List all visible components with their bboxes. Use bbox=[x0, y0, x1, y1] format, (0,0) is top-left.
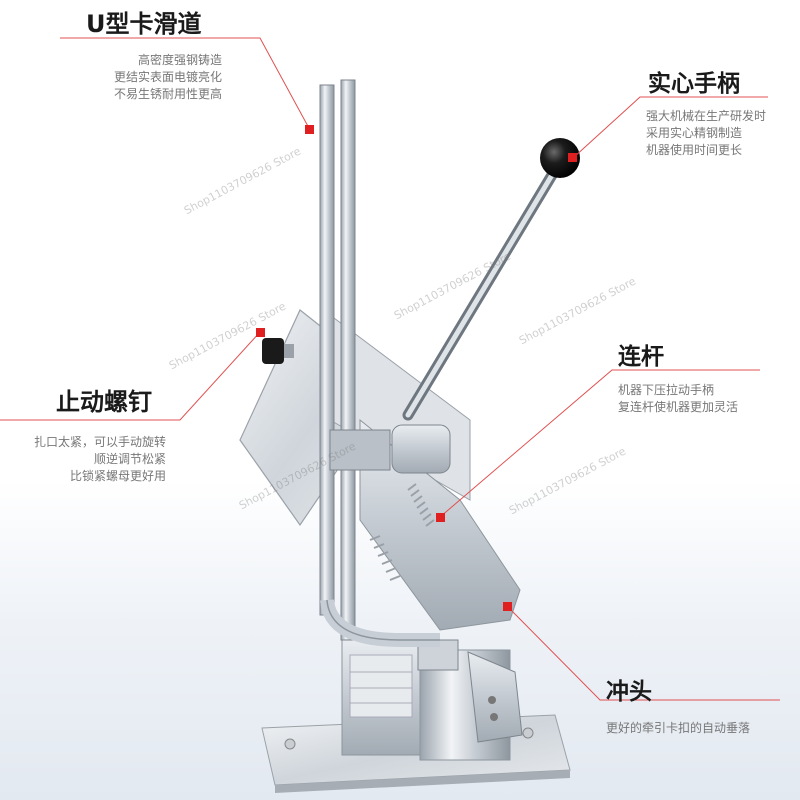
u-slide-rail bbox=[319, 79, 440, 647]
link-rod-description: 机器下压拉动手柄 复连杆使机器更加灵活 bbox=[618, 383, 739, 414]
handle-rod bbox=[402, 138, 580, 421]
link-rod-title: 连杆 bbox=[618, 344, 664, 370]
punch-title: 冲头 bbox=[606, 679, 652, 705]
u-slide-description: 高密度强钢铸造 更结实表面电镀亮化 不易生锈耐用性更高 bbox=[113, 53, 222, 101]
roller-hub bbox=[329, 424, 451, 474]
stop-screw-marker bbox=[256, 328, 265, 337]
stop-screw-leader bbox=[0, 331, 261, 421]
handle-leader bbox=[572, 96, 768, 159]
punch-leader bbox=[507, 606, 780, 701]
stop-screw-description: 扎口太紧，可以手动旋转 顺逆调节松紧 比锁紧螺母更好用 bbox=[33, 435, 166, 483]
springs bbox=[369, 483, 435, 581]
link-rod-leader bbox=[439, 369, 760, 518]
punch-description: 更好的牵引卡扣的自动垂落 bbox=[606, 721, 751, 735]
link-rod-marker bbox=[436, 513, 445, 522]
u-slide-leader bbox=[60, 37, 311, 131]
handle-title: 实心手柄 bbox=[648, 71, 740, 97]
handle-description: 强大机械在生产研发时 采用实心精钢制造 机器使用时间更长 bbox=[646, 109, 767, 157]
punch-block bbox=[417, 639, 523, 743]
u-slide-marker bbox=[305, 125, 314, 134]
u-slide-title: U型卡滑道 bbox=[86, 10, 202, 38]
stop-screw bbox=[262, 338, 294, 364]
stop-screw-title: 止动螺钉 bbox=[56, 388, 152, 416]
punch-marker bbox=[503, 602, 512, 611]
handle-marker bbox=[568, 153, 577, 162]
